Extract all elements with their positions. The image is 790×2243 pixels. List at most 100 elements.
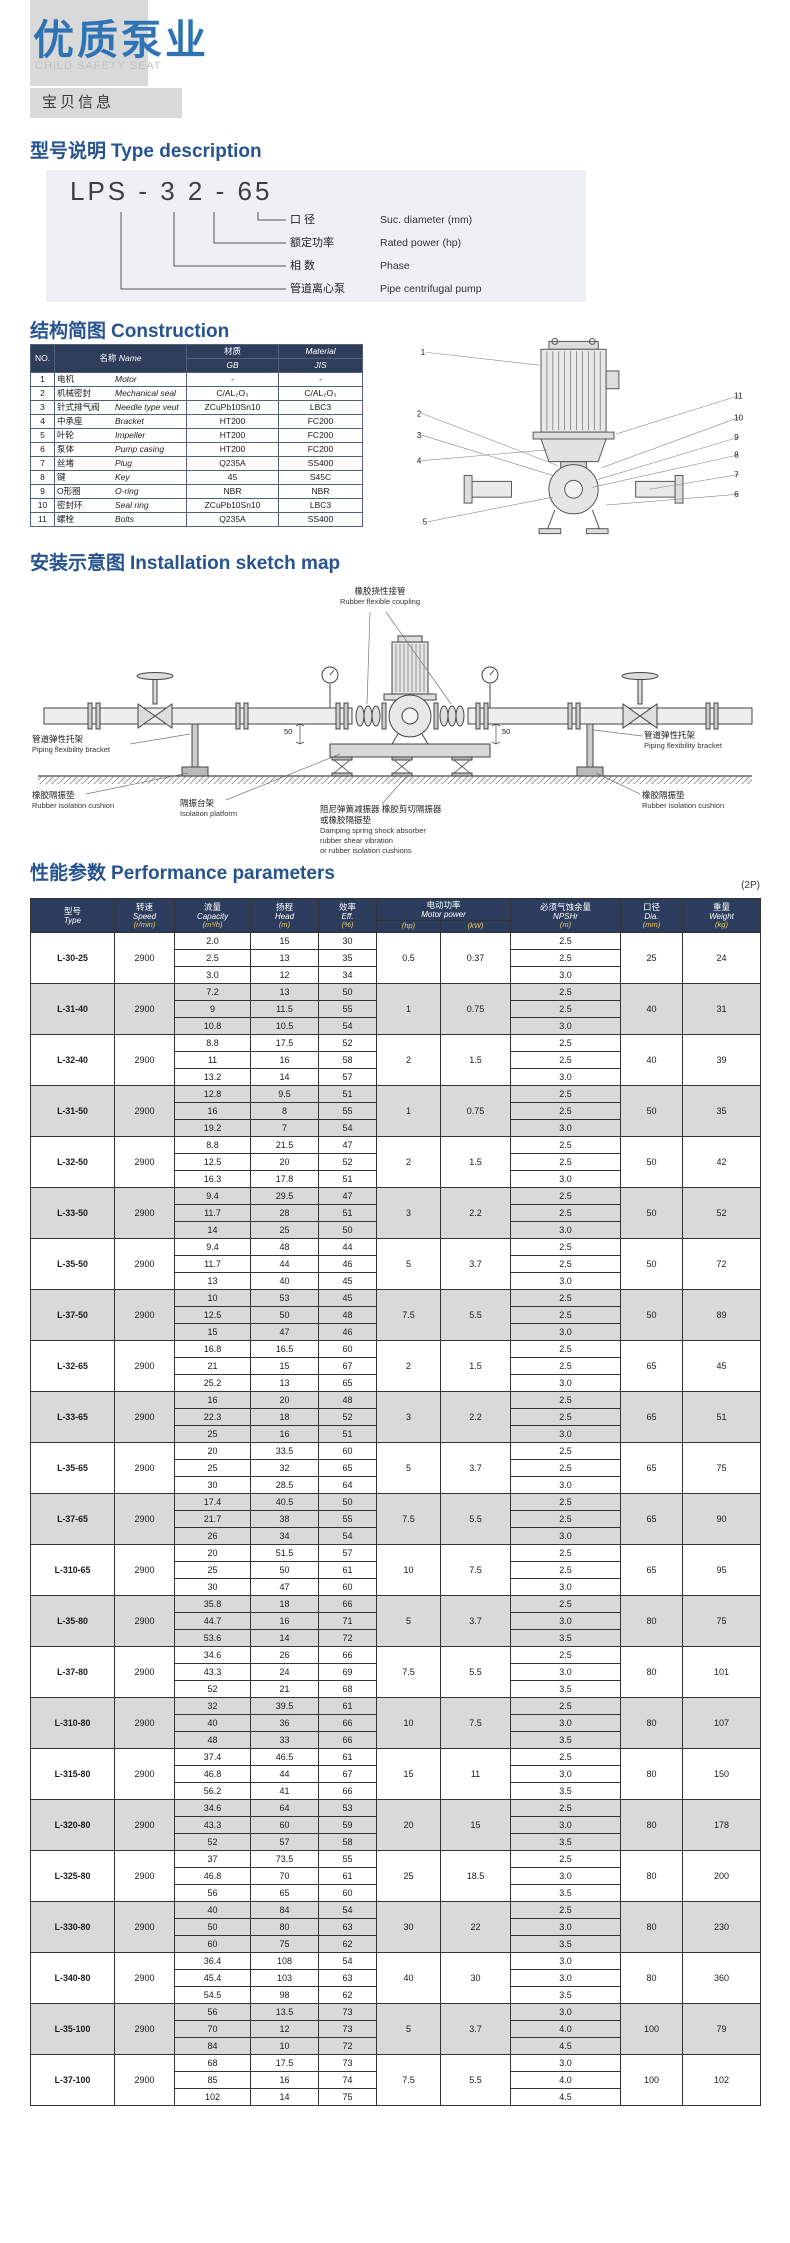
perf-kw: 1.5 (440, 1034, 511, 1087)
perf-speed: 2900 (114, 1799, 175, 1852)
perf-kw: 3.7 (440, 1442, 511, 1495)
perf-head: 50 (250, 1306, 319, 1325)
perf-head: 13 (250, 1374, 319, 1393)
perf-kw: 0.75 (440, 1085, 511, 1138)
header-gray-block (30, 0, 148, 86)
perf-type: L-37-50 (30, 1289, 115, 1342)
part-name-zh: 丝堵 (57, 458, 75, 468)
perf-eff: 59 (318, 1816, 377, 1835)
perf-type: L-37-80 (30, 1646, 115, 1699)
perf-speed: 2900 (114, 1085, 175, 1138)
perf-npshr: 4.5 (510, 2088, 621, 2107)
callout-number: 2 (417, 409, 421, 418)
perf-eff: 74 (318, 2071, 377, 2090)
perf-npshr: 2.5 (510, 1697, 621, 1716)
perf-head: 9.5 (250, 1085, 319, 1104)
perf-eff: 63 (318, 1918, 377, 1937)
perf-eff: 54 (318, 1527, 377, 1546)
perf-capacity: 14 (174, 1221, 251, 1240)
perf-speed: 2900 (114, 1850, 175, 1903)
part-no: 11 (30, 512, 55, 527)
perf-npshr: 2.5 (510, 1442, 621, 1461)
label-zh: 橡胶隔振垫 (32, 790, 75, 800)
brand-badge: 宝贝信息 (30, 88, 182, 118)
perf-type: L-31-40 (30, 983, 115, 1036)
perf-capacity: 68 (174, 2054, 251, 2073)
perf-eff: 61 (318, 1561, 377, 1580)
perf-eff: 55 (318, 1510, 377, 1529)
perf-speed: 2900 (114, 983, 175, 1036)
part-no: 6 (30, 442, 55, 457)
perf-capacity: 43.3 (174, 1816, 251, 1835)
perf-head: 51.5 (250, 1544, 319, 1563)
perf-npshr: 2.5 (510, 1391, 621, 1410)
perf-eff: 48 (318, 1306, 377, 1325)
perf-dia: 25 (620, 932, 683, 985)
perf-head: 34 (250, 1527, 319, 1546)
perf-capacity: 12.5 (174, 1306, 251, 1325)
perf-capacity: 10 (174, 1289, 251, 1308)
model-label-zh: 管道离心泵 (290, 283, 345, 295)
perf-type: L-320-80 (30, 1799, 115, 1852)
perf-speed: 2900 (114, 1187, 175, 1240)
perf-capacity: 11.7 (174, 1204, 251, 1223)
material-gb: HT200 (186, 414, 279, 429)
perf-head: 41 (250, 1782, 319, 1801)
perf-capacity: 13 (174, 1272, 251, 1291)
perf-speed: 2900 (114, 1289, 175, 1342)
perf-head: 75 (250, 1935, 319, 1954)
perf-hp: 5 (376, 1238, 441, 1291)
perf-type: L-37-65 (30, 1493, 115, 1546)
perf-eff: 46 (318, 1323, 377, 1342)
material-jis: C/AL₂O₃ (278, 386, 363, 401)
col-material-jis: Material (278, 344, 363, 359)
perf-npshr: 3.0 (510, 1374, 621, 1393)
perf-eff: 60 (318, 1884, 377, 1903)
perf-npshr: 2.5 (510, 1340, 621, 1359)
perf-capacity: 26 (174, 1527, 251, 1546)
perf-head: 32 (250, 1459, 319, 1478)
material-jis: - (278, 372, 363, 387)
perf-npshr: 2.5 (510, 1544, 621, 1563)
perf-npshr: 3.5 (510, 1680, 621, 1699)
perf-dia: 40 (620, 983, 683, 1036)
perf-npshr: 3.0 (510, 1952, 621, 1971)
perf-npshr: 2.5 (510, 1051, 621, 1070)
material-jis: SS400 (278, 456, 363, 471)
model-label-en: Phase (380, 260, 410, 272)
perf-weight: 45 (682, 1340, 761, 1393)
perf-capacity: 45.4 (174, 1969, 251, 1988)
perf-dia: 65 (620, 1493, 683, 1546)
perf-weight: 39 (682, 1034, 761, 1087)
perf-weight: 31 (682, 983, 761, 1036)
perf-head: 26 (250, 1646, 319, 1665)
perf-head: 16 (250, 1425, 319, 1444)
perf-eff: 61 (318, 1697, 377, 1716)
perf-head: 21 (250, 1680, 319, 1699)
perf-eff: 66 (318, 1782, 377, 1801)
perf-eff: 73 (318, 2054, 377, 2073)
